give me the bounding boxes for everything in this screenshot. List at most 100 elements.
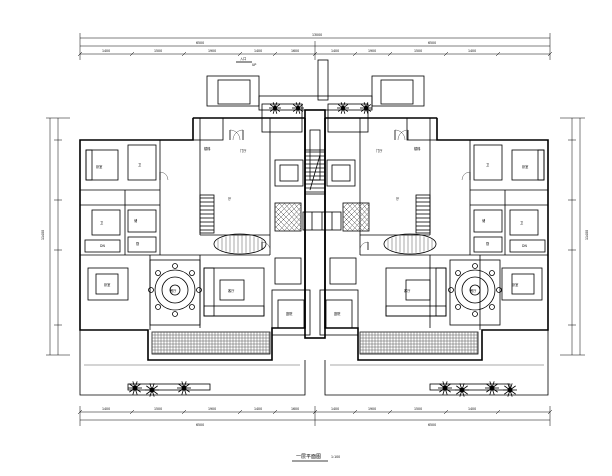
bottom-half-dim-right: 6500 [428, 423, 436, 427]
label-wc-left: 卫 [100, 221, 104, 225]
top-dim-segment-label: 1500 [154, 49, 162, 53]
top-dim-segment-label: 1400 [254, 49, 262, 53]
label-kitchen-left: 厨 [136, 241, 140, 246]
dining-chair [155, 270, 161, 276]
drawing-title-block: 一层平面图 1:100 [292, 454, 340, 462]
bottom-dim-segment-label: 1400 [254, 407, 262, 411]
top-half-dim-left: 6500 [196, 41, 204, 45]
hatch-line [278, 202, 302, 228]
bottom-dim-tick [181, 409, 187, 415]
bed-right-lower [501, 267, 543, 301]
door-swing [229, 129, 241, 141]
bottom-dim-tick [547, 409, 553, 415]
room-labels: 卧室 卫 厅 门厅 楼梯 储 卫 厨 DN 卧室 餐厅 客厅 庭院 卧室 卫 厅… [96, 146, 528, 316]
shrub-core [363, 105, 369, 111]
top-dim-tick [387, 51, 393, 57]
bottom-dim-tick [237, 409, 243, 415]
hatch-line [342, 205, 369, 232]
stairs [199, 149, 431, 234]
hatch-line [346, 202, 370, 228]
hatch-line [274, 202, 281, 209]
shrub-core [489, 385, 495, 391]
top-dim-tick [352, 51, 358, 57]
hatch-line [342, 220, 354, 232]
shrub-icon [485, 381, 499, 395]
entrance-up-label: UP [252, 63, 256, 67]
door-swing [359, 241, 369, 251]
bottom-dim-segment-label: 1900 [208, 407, 216, 411]
hatch-line [342, 225, 349, 232]
hatch-line [283, 211, 302, 232]
hatch-line [342, 215, 359, 232]
shrub-icon [269, 102, 281, 114]
door-arc [159, 171, 169, 181]
shrub-icon [438, 381, 452, 395]
door-swing [394, 129, 406, 141]
hatch-line [293, 221, 302, 232]
label-kitchen-right: 厨 [486, 241, 490, 246]
shrub-icon [503, 383, 517, 397]
interior-walls-right [327, 103, 548, 330]
dining-chair [455, 304, 461, 310]
label-bath-right: 卫 [486, 163, 490, 167]
hatch-line [342, 202, 369, 229]
label-court-right: 庭院 [334, 311, 341, 316]
top-dim-segment-label: 1900 [208, 49, 216, 53]
label-court-left: 庭院 [286, 311, 293, 316]
top-dim-tick [312, 51, 318, 57]
door-arc [261, 241, 271, 251]
left-overall-dim: 11400 [41, 230, 45, 240]
label-storage-right: 储 [482, 218, 486, 223]
door-arc [229, 129, 241, 141]
hatch-line [346, 206, 370, 232]
label-bedroom-right-upper: 卧室 [522, 164, 528, 169]
top-dim-segment-label: 1400 [468, 49, 476, 53]
hatch-line [274, 220, 286, 232]
label-dn-right: DN [522, 244, 527, 248]
label-bedroom-left-lower: 卧室 [104, 282, 110, 287]
shrub-core [132, 385, 138, 391]
door-swing [461, 171, 471, 181]
terraces [151, 331, 479, 355]
hatch-line [366, 202, 370, 208]
label-dn-left: DN [100, 244, 105, 248]
dining-chair [172, 311, 178, 317]
door-swing [397, 129, 409, 141]
top-dim-tick [181, 51, 187, 57]
drawing-scale: 1:100 [331, 455, 340, 459]
hatch-line [288, 202, 302, 218]
dining-chair [196, 287, 202, 293]
shrub-icon [177, 381, 191, 395]
bottom-dim-segment-label: 1600 [291, 407, 299, 411]
label-bedroom-right-lower: 卧室 [512, 282, 518, 287]
bottom-dim-segment-label: 1500 [414, 407, 422, 411]
door-swing [232, 129, 244, 141]
bottom-dim-tick [312, 409, 318, 415]
shrub-core [295, 105, 301, 111]
hatch-line [278, 206, 302, 232]
hatch-line [361, 221, 370, 232]
bottom-dim-tick [352, 409, 358, 415]
shrub-icon [360, 102, 372, 114]
sofa-set-right [385, 267, 447, 317]
dining-chair [472, 311, 478, 317]
top-dim-segment-label: 1500 [414, 49, 422, 53]
hatch-line [366, 226, 370, 232]
hatch-line [274, 205, 301, 232]
hatch-line [356, 216, 370, 232]
central-lower-rooms [271, 257, 359, 336]
bottom-dim-tick [495, 409, 501, 415]
front-yard [79, 330, 549, 396]
top-overall-dim: 13000 [312, 33, 322, 37]
shrub-core [149, 387, 155, 393]
hatch-line [298, 202, 302, 208]
bottom-dim-segment-label: 1400 [468, 407, 476, 411]
door-arc [394, 129, 406, 141]
hatch-line [288, 216, 302, 232]
entrance-canopy: 入口 UP [206, 57, 425, 111]
hatch-line [274, 202, 286, 214]
label-stair-right: 楼梯 [414, 146, 421, 151]
